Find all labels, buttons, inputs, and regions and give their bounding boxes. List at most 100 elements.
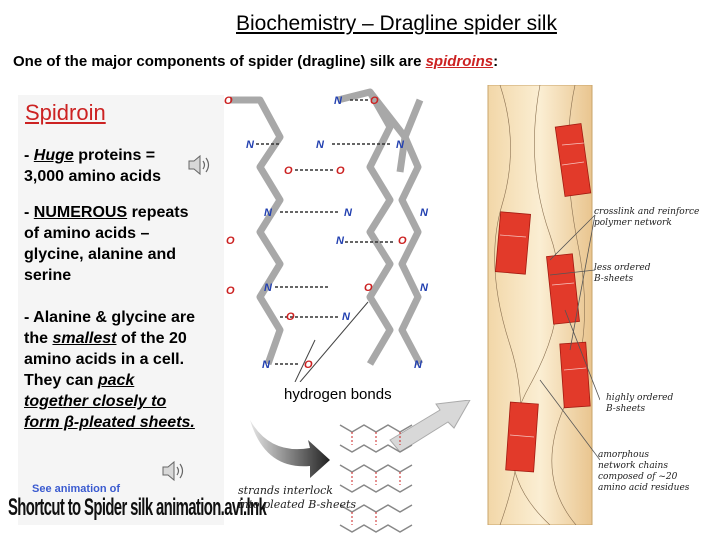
p2-numerous: NUMEROUS <box>33 204 128 221</box>
nitrogen-atom-label: N <box>420 282 429 294</box>
amorph-line1: amorphous <box>598 450 650 460</box>
nitrogen-atom-label: N <box>344 207 353 219</box>
amorph-line2: network chains <box>598 461 668 471</box>
beta-sheet-block <box>495 211 531 275</box>
sheet-stripe <box>561 142 585 146</box>
p1-rest: proteins = <box>73 147 156 164</box>
oxygen-atom-label: O <box>226 285 235 297</box>
nitrogen-atom-label: N <box>264 207 273 219</box>
see-animation-link[interactable]: See animation of <box>32 483 121 495</box>
left-arrow <box>250 420 330 478</box>
beta-sheet-block <box>559 341 591 409</box>
oxygen-atom-label: O <box>286 311 295 323</box>
less-ordered-label: less ordered B-sheets <box>594 263 674 285</box>
animation-shortcut-link[interactable]: Shortcut to Spider silk animation.avi.ln… <box>8 494 267 521</box>
pointer-line <box>294 339 316 382</box>
hydrogen-bonds-label: hydrogen bonds <box>284 386 392 403</box>
oxygen-atom-label: O <box>224 95 233 107</box>
alanine-glycine-paragraph: - Alanine & glycine are the smallest of … <box>24 307 229 433</box>
amorphous-label: amorphous network chains composed of ~20… <box>598 450 718 494</box>
sheet-stripe <box>563 367 587 371</box>
sheet-stripe <box>499 234 527 238</box>
page-title: Biochemistry – Dragline spider silk <box>236 12 557 35</box>
nitrogen-atom-label: N <box>316 139 325 151</box>
subtitle: One of the major components of spider (d… <box>13 53 498 70</box>
highly-ordered-line1: highly ordered <box>606 393 674 403</box>
strand-line <box>339 484 413 493</box>
oxygen-atom-label: O <box>304 359 313 371</box>
highly-ordered-label: highly ordered B-sheets <box>606 393 696 415</box>
speaker-icon[interactable] <box>186 152 212 178</box>
nitrogen-atom-label: N <box>396 139 405 151</box>
amorph-line3: composed of ~20 <box>598 472 678 482</box>
oxygen-atom-label: O <box>364 282 373 294</box>
nitrogen-atom-label: N <box>262 359 271 371</box>
callout-line <box>549 214 596 261</box>
strands-interlock-label: strands interlock into pleated B-sheets <box>238 484 438 512</box>
oxygen-atom-label: O <box>226 235 235 247</box>
repeats-paragraph: - NUMEROUS repeats of amino acids – glyc… <box>24 202 229 286</box>
strand-line <box>339 524 413 533</box>
nitrogen-atom-label: N <box>420 207 429 219</box>
p2-rest: repeats <box>127 204 189 221</box>
sheet-stripe <box>561 161 585 166</box>
strand-line <box>339 464 413 473</box>
p3-line3: amino acids in a cell. <box>24 351 185 368</box>
p3-line5: together closely to <box>24 393 167 410</box>
crosslink-line1: crosslink and reinforce <box>594 207 700 217</box>
oxygen-atom-label: O <box>284 165 293 177</box>
beta-sheet-block <box>546 253 580 325</box>
p1-line2: 3,000 amino acids <box>24 168 161 185</box>
less-ordered-line2: B-sheets <box>594 274 634 284</box>
beta-sheet-block <box>505 401 539 473</box>
subtitle-text: One of the major components of spider (d… <box>13 53 426 70</box>
p3-smallest: smallest <box>52 330 117 347</box>
backbone-strand <box>398 98 424 366</box>
strand-line <box>339 424 413 433</box>
p2-dash: - <box>24 204 34 221</box>
huge-proteins-paragraph: - Huge proteins = 3,000 amino acids <box>24 145 229 187</box>
nitrogen-atom-label: N <box>336 235 345 247</box>
strands-line1: strands interlock <box>238 484 333 497</box>
backbone-strand <box>337 88 394 366</box>
crosslink-label: crosslink and reinforce polymer network <box>594 207 709 229</box>
callout-line <box>564 309 600 401</box>
callout-line <box>539 379 600 461</box>
p3-pack: pack <box>97 372 135 389</box>
crosslink-line2: polymer network <box>594 218 672 228</box>
oxygen-atom-label: O <box>398 235 407 247</box>
nitrogen-atom-label: N <box>414 359 423 371</box>
beta-sheet-diagram: O N O N N N O O N N N O N O N O N O O N … <box>224 88 429 382</box>
less-ordered-line1: less ordered <box>594 263 651 273</box>
callout-line <box>569 214 596 351</box>
strand-line <box>339 444 413 453</box>
nitrogen-atom-label: N <box>264 282 273 294</box>
p3-line2b: of the 20 <box>116 330 187 347</box>
pleated-sheet-illustration <box>250 400 471 533</box>
backbone-strand <box>230 96 284 366</box>
amorph-line4: amino acid residues <box>598 483 690 493</box>
strands-line2: into pleated B-sheets <box>238 498 357 511</box>
p2-line4: serine <box>24 267 72 284</box>
p1-dash: - <box>24 147 34 164</box>
speaker-icon[interactable] <box>160 458 186 484</box>
spidroins-term: spidroins <box>425 53 494 70</box>
oxygen-atom-label: O <box>370 95 379 107</box>
p2-line2: of amino acids – <box>24 225 150 242</box>
p3-line2a: the <box>24 330 53 347</box>
subtitle-colon: : <box>493 53 499 70</box>
p3-line4a: They can <box>24 372 98 389</box>
p2-line3: glycine, alanine and <box>24 246 177 263</box>
nitrogen-atom-label: N <box>342 311 351 323</box>
p1-huge: Huge <box>33 147 74 164</box>
pointer-line <box>299 301 369 382</box>
beta-sheet-block <box>554 123 592 197</box>
sheet-stripe <box>551 282 575 286</box>
nitrogen-atom-label: N <box>334 95 343 107</box>
p3-line1: - Alanine & glycine are <box>24 309 196 326</box>
sheet-stripe <box>509 434 535 438</box>
callout-line <box>549 269 596 276</box>
nitrogen-atom-label: N <box>246 139 255 151</box>
right-arrow <box>389 400 471 453</box>
p3-line6: form β-pleated sheets. <box>24 414 195 431</box>
